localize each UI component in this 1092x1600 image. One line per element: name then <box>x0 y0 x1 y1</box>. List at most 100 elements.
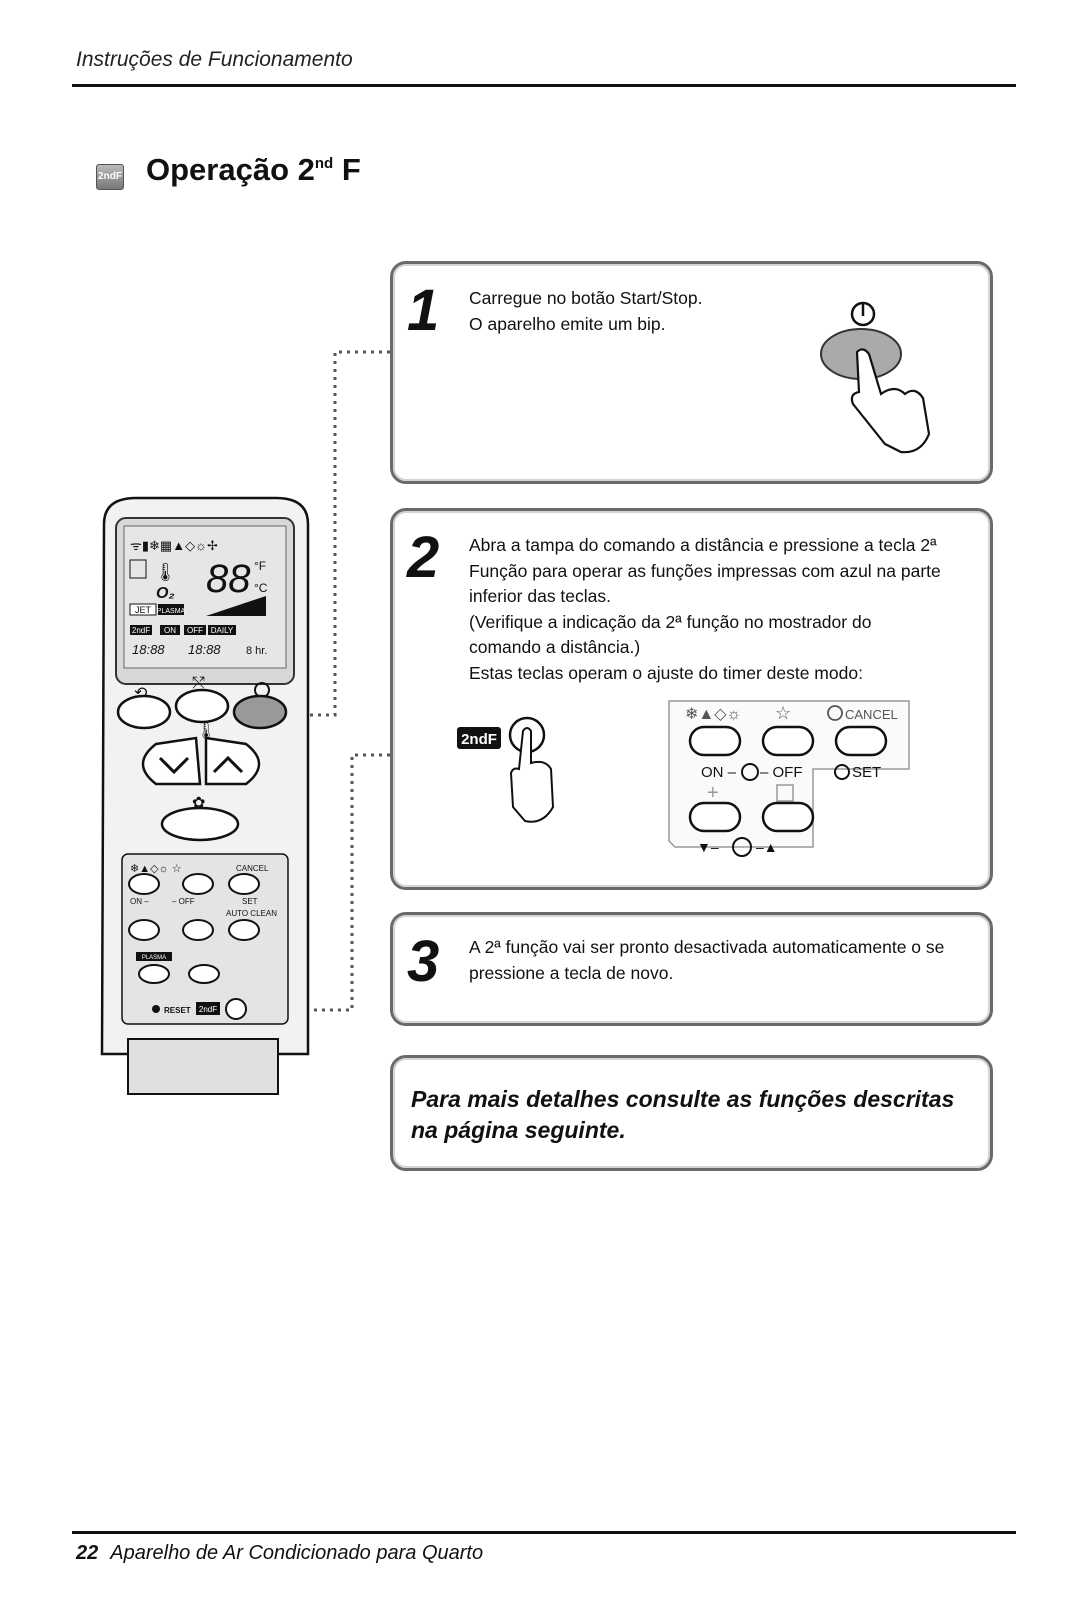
section-title-main: Operação 2 <box>146 152 315 187</box>
plasma-label: PLASMA <box>157 608 186 615</box>
second-f-keypad-illustration: 2ndF ❄▲◇☼ ☆ CANCEL ON – – OFF SET + ▼– –… <box>457 700 910 857</box>
section-title: Operação 2nd F <box>146 152 361 188</box>
remote-auto-clean-button <box>228 919 260 941</box>
remote-timer-on-button <box>128 873 160 895</box>
remote-swing-button <box>116 694 172 730</box>
thermometer-icon: 🌡 <box>154 562 177 582</box>
note-text: Para mais detalhes consulte as funções d… <box>411 1086 955 1143</box>
second-f-indicator-text: 2ndF <box>132 626 150 635</box>
power-button-press-illustration <box>820 301 931 454</box>
remote-plasma-button <box>138 964 170 984</box>
off-small: – OFF <box>172 897 195 906</box>
header-rule <box>72 84 1016 87</box>
remote-timer-off-button <box>182 873 214 895</box>
remote-time-down-button <box>128 919 160 941</box>
on-indicator-text: ON <box>164 626 176 635</box>
reset-icon <box>152 1005 160 1013</box>
step-3-box: 3 A 2ª função vai ser pronto desactivada… <box>390 912 993 1026</box>
airflow-icon: ⤲ <box>191 675 205 692</box>
reset-label: RESET <box>164 1006 191 1015</box>
off-indicator <box>184 625 206 635</box>
set-timer-icon <box>834 764 850 780</box>
timer-cancel-button <box>834 725 888 757</box>
second-f-badge-text: 2ndF <box>461 731 497 748</box>
display-status-icons: ᯤ▮❄▦▲◇☼✢ <box>130 538 218 553</box>
remote-cancel-button <box>228 873 260 895</box>
daily-indicator-text: DAILY <box>211 626 234 635</box>
chevron-up-icon <box>212 755 244 774</box>
plasma-badge <box>158 604 184 615</box>
mode-icons-small: ❄▲◇☼ ☆ <box>130 863 182 875</box>
star-icon: ☆ <box>775 703 791 723</box>
remote-control-illustration: ᯤ▮❄▦▲◇☼✢ 🌡 88 °F °C O₂ JET PLASMA 2ndF O… <box>100 496 310 1095</box>
step-3-text: A 2ª função vai ser pronto desactivada a… <box>469 937 945 983</box>
step-2-number: 2 <box>407 525 440 590</box>
o2-indicator: O₂ <box>156 585 175 602</box>
section-title-end: F <box>333 152 361 187</box>
jet-badge <box>129 603 157 616</box>
step-2-box: 2 Abra a tampa do comando a distância e … <box>390 508 993 890</box>
alarm-clock-icon <box>732 837 752 857</box>
sleep-hours-display: 8 hr. <box>246 645 267 657</box>
jet-label: JET <box>135 605 152 615</box>
step-1-text: Carregue no botão Start/Stop. O aparelho… <box>469 288 703 334</box>
step-2-text: Abra a tampa do comando a distância e pr… <box>469 535 941 683</box>
daily-indicator <box>208 625 236 635</box>
timer-off-button <box>761 725 815 757</box>
plasma-small-badge <box>136 952 172 961</box>
home-icon <box>776 784 794 802</box>
on-indicator <box>160 625 180 635</box>
set-label: SET <box>852 764 881 781</box>
remote-display <box>123 525 287 669</box>
off-indicator-text: OFF <box>187 626 203 635</box>
section-title-sup: nd <box>314 155 334 172</box>
remote-fan-speed-button <box>160 806 240 842</box>
down-arrow-icon: ▼– <box>697 839 719 855</box>
cancel-small: CANCEL <box>236 864 269 873</box>
second-f-small-text: 2ndF <box>199 1005 217 1014</box>
power-icon <box>850 301 876 327</box>
on-small: ON – <box>130 897 149 906</box>
cancel-label: CANCEL <box>845 707 898 722</box>
cancel-timer-icon <box>827 705 843 721</box>
second-function-icon: 2ndF <box>96 164 124 190</box>
display-room-icon <box>129 559 147 579</box>
step-1-box: 1 Carregue no botão Start/Stop. O aparel… <box>390 261 993 484</box>
unit-f: °F <box>254 559 266 573</box>
page-number: 22 <box>76 1542 99 1564</box>
remote-light-button <box>188 964 220 984</box>
remote-power-button <box>232 694 288 730</box>
footer-rule <box>72 1531 1016 1534</box>
remote-second-f-button <box>225 998 247 1020</box>
off-label: – OFF <box>760 764 803 781</box>
page-header-title: Instruções de Funcionamento <box>76 48 353 71</box>
hand-icon <box>850 348 931 454</box>
up-arrow-icon: –▲ <box>756 839 778 855</box>
fan-speed-bars <box>206 596 266 616</box>
set-small: SET <box>242 897 258 906</box>
remote-mode-button <box>174 688 230 724</box>
on-label: ON – <box>701 764 737 781</box>
unit-c: °C <box>254 581 268 595</box>
time-down-button <box>688 801 742 833</box>
time-up-button <box>761 801 815 833</box>
mode-icons: ❄▲◇☼ <box>685 706 741 723</box>
remote-time-up-button <box>182 919 214 941</box>
temp-down-button <box>141 736 202 786</box>
hand-icon <box>509 727 555 823</box>
off-time-display: 18:88 <box>188 642 221 657</box>
second-f-badge <box>457 727 501 749</box>
step-1-number: 1 <box>407 278 440 343</box>
timer-on-button <box>688 725 742 757</box>
plus-icon: + <box>707 782 719 804</box>
auto-clean-small: AUTO CLEAN <box>226 909 277 918</box>
note-box: Para mais detalhes consulte as funções d… <box>390 1055 993 1171</box>
thermometer-small-icon: 🌡 <box>196 722 216 740</box>
display-temperature: 88 <box>206 557 251 601</box>
second-f-indicator <box>130 625 152 635</box>
step-3-number: 3 <box>407 929 440 994</box>
second-f-small-badge <box>196 1002 220 1015</box>
on-time-display: 18:88 <box>132 642 165 657</box>
remote-cover <box>127 1038 279 1095</box>
